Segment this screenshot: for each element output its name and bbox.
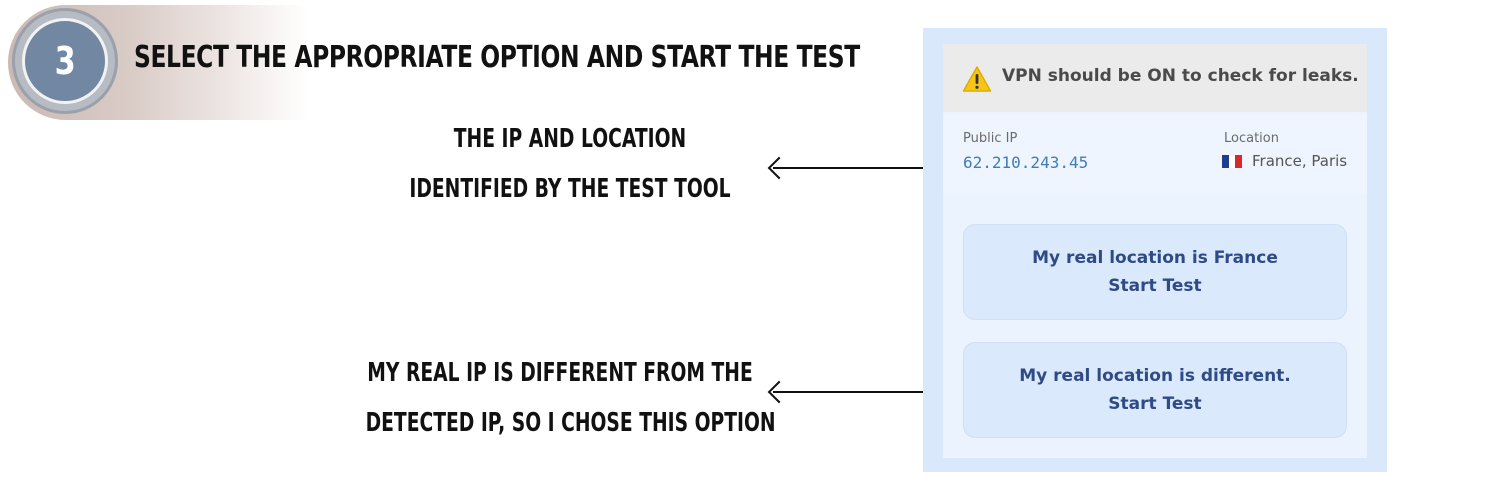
leak-test-widget: VPN should be ON to check for leaks. Pub… [923, 28, 1387, 472]
connection-info: Public IP 62.210.243.45 Location France,… [943, 114, 1367, 194]
real-location-same-button[interactable]: My real location is France Start Test [963, 224, 1347, 320]
leak-test-panel: VPN should be ON to check for leaks. Pub… [943, 44, 1367, 458]
france-flag-icon [1222, 154, 1243, 168]
location-text: France, Paris [1252, 152, 1348, 170]
vpn-warning-text: VPN should be ON to check for leaks. [1002, 66, 1359, 86]
option-note-line-2: DETECTED IP, SO I CHOSE THIS OPTION [365, 408, 776, 438]
warning-icon [962, 66, 992, 92]
location-value: France, Paris [1222, 152, 1347, 170]
vpn-warning-banner: VPN should be ON to check for leaks. [943, 44, 1367, 112]
real-location-different-button[interactable]: My real location is different. Start Tes… [963, 342, 1347, 438]
option-2-label: My real location is different. [1019, 366, 1291, 386]
option-1-action: Start Test [1108, 276, 1202, 296]
option-note-line-1: MY REAL IP IS DIFFERENT FROM THE [367, 358, 753, 388]
step-number: 3 [54, 39, 76, 83]
option-2-action: Start Test [1108, 394, 1202, 414]
ip-location-note: THE IP AND LOCATION IDENTIFIED BY THE TE… [404, 114, 735, 214]
location-label: Location [1224, 131, 1279, 146]
step-title: SELECT THE APPROPRIATE OPTION AND START … [134, 40, 860, 75]
step-badge: 3 [22, 18, 108, 104]
ip-location-arrow [773, 167, 943, 169]
ip-location-note-line-1: THE IP AND LOCATION [453, 124, 687, 154]
ip-location-note-line-2: IDENTIFIED BY THE TEST TOOL [409, 174, 731, 204]
option-arrow [773, 391, 943, 393]
option-1-label: My real location is France [1032, 248, 1278, 268]
public-ip-value: 62.210.243.45 [963, 153, 1089, 172]
option-note: MY REAL IP IS DIFFERENT FROM THE DETECTE… [365, 348, 776, 448]
public-ip-label: Public IP [963, 131, 1018, 146]
